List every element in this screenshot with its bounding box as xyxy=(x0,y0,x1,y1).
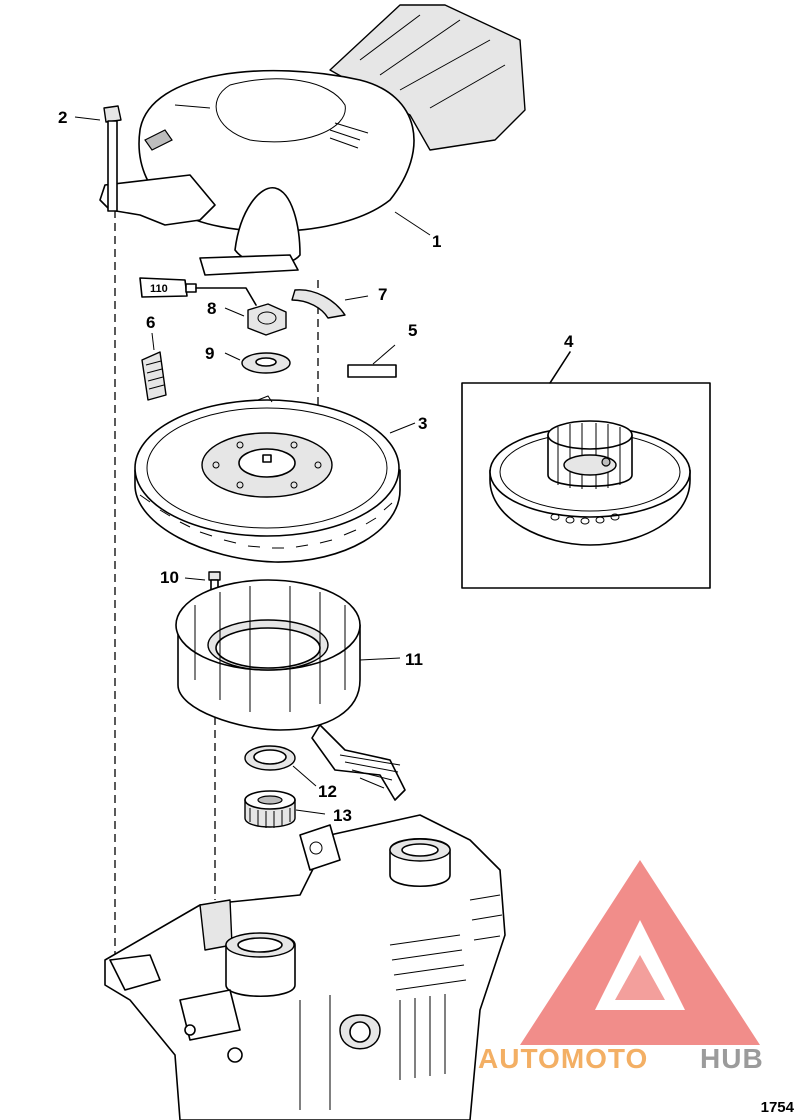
flywheel-washer xyxy=(224,352,291,374)
tube-label: 110 xyxy=(150,283,168,295)
callout-4: 4 xyxy=(564,332,574,351)
bearing xyxy=(244,790,326,828)
watermark-inner-mark xyxy=(615,955,665,1000)
flywheel-nut xyxy=(224,303,287,336)
flywheel-cover xyxy=(99,4,526,276)
trigger-strip xyxy=(291,289,369,319)
callout-10: 10 xyxy=(160,568,179,587)
flywheel-key xyxy=(347,344,397,378)
callout-5: 5 xyxy=(408,321,417,340)
flywheel xyxy=(134,395,416,563)
callout-labels: 1 2 3 4 5 6 7 8 9 10 11 12 13 110 xyxy=(58,108,574,825)
watermark-word-b: HUB xyxy=(700,1043,764,1074)
callout-7: 7 xyxy=(378,285,387,304)
detail-box xyxy=(461,351,711,589)
oil-seal xyxy=(244,745,317,787)
callout-6: 6 xyxy=(146,313,155,332)
callout-9: 9 xyxy=(205,344,214,363)
cover-bolt xyxy=(74,105,122,212)
decal-strip xyxy=(141,332,167,401)
watermark-word-a: AUTOMOTO xyxy=(478,1043,648,1074)
callout-12: 12 xyxy=(318,782,337,801)
callout-3: 3 xyxy=(418,414,427,433)
callout-8: 8 xyxy=(207,299,216,318)
figure-number: 1754 xyxy=(760,1099,794,1116)
watermark-logo: AUTOMOTO HUB xyxy=(478,860,764,1074)
compound-tube xyxy=(139,277,257,306)
callout-13: 13 xyxy=(333,806,352,825)
callout-1: 1 xyxy=(432,232,441,251)
engine-block xyxy=(104,814,506,1120)
callout-2: 2 xyxy=(58,108,67,127)
stator xyxy=(175,579,406,801)
callout-11: 11 xyxy=(405,650,423,669)
watermark-triangle xyxy=(520,860,760,1045)
